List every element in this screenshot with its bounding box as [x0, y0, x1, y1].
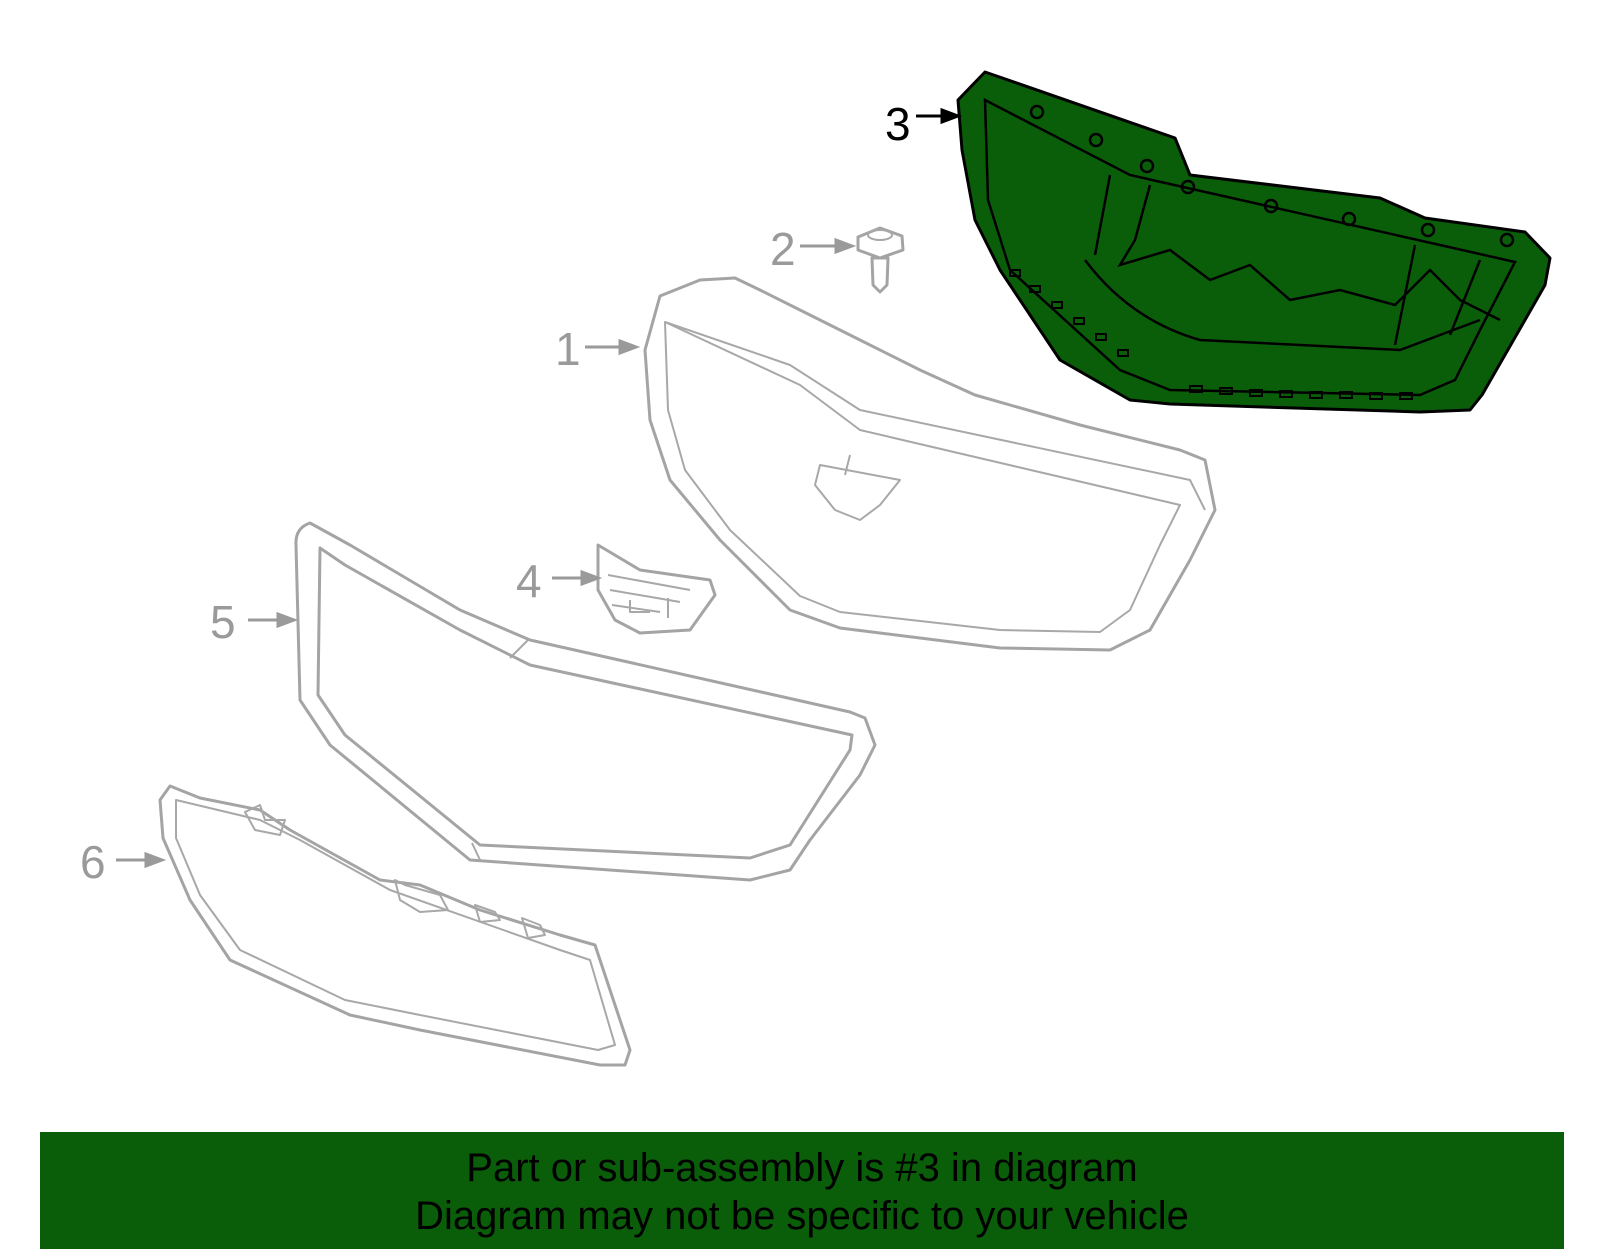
- part-info-banner: Part or sub-assembly is #3 in diagram Di…: [40, 1132, 1564, 1249]
- part-6-lower-grille[interactable]: [158, 784, 632, 1067]
- leader-5: [248, 611, 299, 629]
- leader-1: [585, 338, 641, 356]
- part-2-fastener[interactable]: [856, 226, 905, 294]
- banner-line-2: Diagram may not be specific to your vehi…: [415, 1194, 1189, 1238]
- leader-2: [800, 237, 857, 255]
- leader-3: [916, 107, 963, 125]
- part-3-grille-backing[interactable]: [956, 70, 1552, 414]
- banner-line-1: Part or sub-assembly is #3 in diagram: [466, 1146, 1138, 1190]
- callout-3: 3: [885, 98, 911, 150]
- callout-2: 2: [770, 223, 796, 275]
- callout-5: 5: [210, 596, 236, 648]
- leader-4: [552, 569, 603, 587]
- part-5-grille-surround[interactable]: [294, 521, 877, 882]
- callout-1: 1: [555, 323, 581, 375]
- part-1-grille[interactable]: [643, 276, 1217, 652]
- part-4-emblem[interactable]: [596, 543, 717, 635]
- callout-4: 4: [516, 555, 542, 607]
- callout-6: 6: [80, 836, 106, 888]
- leader-6: [116, 851, 167, 869]
